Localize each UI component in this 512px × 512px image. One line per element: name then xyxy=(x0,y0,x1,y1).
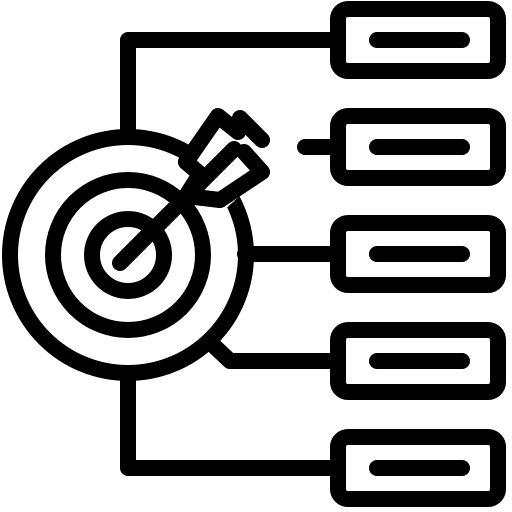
item-box xyxy=(330,215,506,293)
target-middle-ring xyxy=(45,172,211,338)
target-outer-ring xyxy=(2,129,254,381)
goal-item-3 xyxy=(330,215,506,293)
item-box xyxy=(330,1,506,79)
connector-lines xyxy=(120,32,346,476)
arrow-vane-lower xyxy=(212,144,270,208)
goal-item-1 xyxy=(330,1,506,79)
target-icon xyxy=(2,129,254,381)
item-box xyxy=(330,108,506,186)
goal-items-list xyxy=(330,1,506,507)
goal-item-4 xyxy=(330,322,506,400)
target-inner-ring xyxy=(84,211,172,299)
goal-item-5 xyxy=(330,429,506,507)
arrow-vane-base xyxy=(178,154,228,208)
arrow-shaft xyxy=(112,141,242,271)
connector-item-4 xyxy=(205,337,346,369)
connector-top xyxy=(120,32,346,138)
arrow-nock xyxy=(232,110,270,148)
item-box xyxy=(330,322,506,400)
arrow-vane-upper xyxy=(178,108,246,170)
item-box xyxy=(330,429,506,507)
connector-bottom xyxy=(120,372,346,476)
goal-item-2 xyxy=(330,108,506,186)
arrow-icon xyxy=(112,108,272,271)
